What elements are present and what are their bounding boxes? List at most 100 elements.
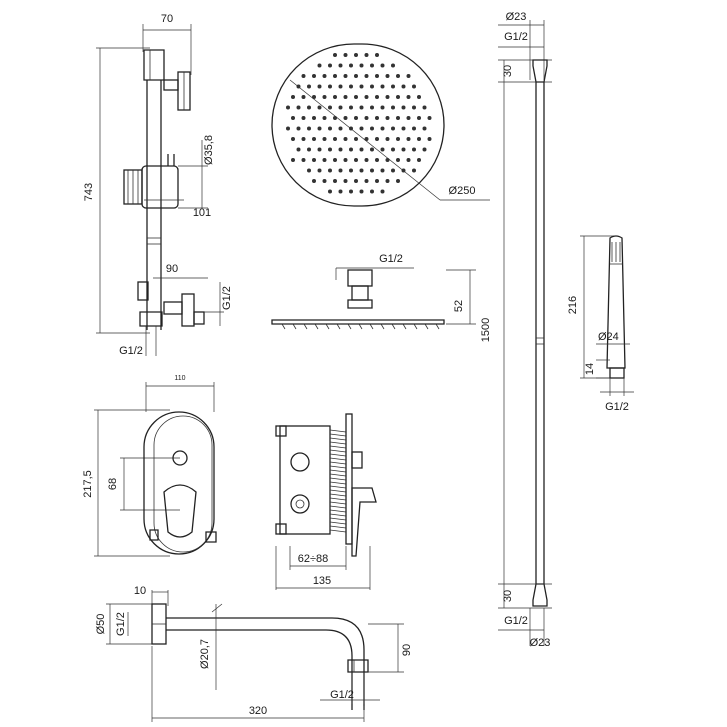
slide-rail: 70 743 Ø35,8 101 90: [83, 13, 233, 357]
shower-head-side: G1/2 52: [271, 253, 476, 330]
nozzle-dot: [349, 147, 353, 152]
plate-screw: [149, 529, 159, 541]
arm-tube-upper: [166, 617, 365, 710]
nozzle-dot: [307, 84, 311, 89]
lower-bracket-plate: [181, 293, 195, 327]
nozzle-tooth: [314, 323, 319, 330]
nozzle-tooth: [424, 323, 429, 330]
box-lever: [351, 487, 377, 557]
nozzle-dot: [412, 168, 416, 173]
nozzle-dot: [380, 63, 385, 68]
nozzle-dot: [370, 105, 374, 110]
nozzle-dot: [301, 158, 306, 162]
nozzle-dot: [396, 137, 400, 141]
outlet-thread: [193, 311, 205, 325]
holder-body: [141, 165, 179, 209]
nozzle-dot: [385, 74, 390, 78]
thread-line: [329, 445, 347, 449]
nozzle-dot: [338, 189, 343, 194]
thread-line: [329, 461, 347, 465]
nozzle-dot: [370, 63, 374, 68]
nozzle-dot: [338, 63, 343, 68]
dim-outlet-thread-side: G1/2: [221, 286, 233, 310]
nozzle-dot: [349, 189, 353, 194]
nozzle-dot: [401, 126, 406, 131]
head-connector: [347, 269, 373, 287]
nozzle-dot: [343, 74, 348, 78]
nozzle-dot: [364, 74, 369, 78]
nozzle-dot: [375, 158, 379, 162]
nozzle-dot: [307, 126, 311, 131]
nozzle-dot: [396, 179, 400, 183]
nozzle-dot: [317, 105, 322, 110]
nozzle-dot: [370, 126, 374, 131]
thread-line: [329, 477, 347, 481]
nozzle-dot: [396, 74, 400, 78]
nozzle-dot: [391, 147, 395, 152]
nozzle-dot: [343, 179, 348, 183]
thread-line: [329, 525, 347, 529]
nozzle-dot: [359, 105, 364, 110]
nozzle-dot: [312, 158, 316, 162]
nozzle-dot: [364, 53, 369, 57]
nozzle-dot: [312, 137, 316, 141]
head-outline: [271, 43, 445, 207]
thread-line: [329, 473, 347, 477]
nozzle-dot: [401, 147, 406, 152]
nozzle-dot: [333, 95, 337, 99]
dim-hand-length: 216: [567, 296, 579, 314]
dim-plate-width: 110: [174, 375, 185, 382]
nozzle-dot: [406, 74, 411, 78]
dim-arm-tube-diameter: Ø20,7: [199, 639, 211, 669]
nozzle-dot: [333, 137, 337, 141]
nozzle-dot: [301, 74, 306, 78]
outlet-elbow: [139, 311, 163, 327]
nozzle-dot: [349, 105, 353, 110]
nozzle-dot: [359, 126, 364, 131]
nozzle-dot: [380, 189, 385, 194]
nozzle-dot: [359, 189, 364, 194]
dim-hose-length: 1500: [480, 318, 492, 342]
nozzle-tooth: [380, 323, 385, 330]
thread-line: [329, 497, 347, 501]
dim-outlet-offset: 90: [166, 263, 178, 275]
box-body: [279, 425, 331, 535]
nozzle-dot: [406, 116, 411, 120]
nozzle-dot: [317, 126, 322, 131]
nozzle-dot: [328, 189, 332, 194]
thread-line: [329, 441, 347, 445]
mixer-cover-plate: 110 217,5 68: [82, 375, 217, 557]
nozzle-dot: [412, 105, 416, 110]
nozzle-dot: [338, 126, 343, 131]
nozzle-tooth: [369, 323, 374, 330]
dim-hose-thread-top: G1/2: [504, 31, 528, 43]
nozzle-dot: [370, 84, 374, 89]
nozzle-dot: [328, 105, 332, 110]
nozzle-dot: [417, 116, 421, 120]
dim-hand-thread: G1/2: [605, 401, 629, 413]
dim-hand-neck: 14: [584, 363, 596, 375]
nozzle-dot: [396, 158, 400, 162]
nozzle-dot: [380, 105, 385, 110]
nozzle-dot: [291, 158, 295, 162]
nozzle-dot: [391, 63, 395, 68]
nozzle-dot: [312, 74, 316, 78]
thread-line: [329, 429, 347, 433]
lower-bracket: [163, 301, 183, 315]
nozzle-dot: [375, 53, 379, 57]
nozzle-dot: [343, 158, 348, 162]
dim-hose-end-bottom: 30: [502, 590, 514, 602]
dim-arm-thread-end: G1/2: [330, 689, 354, 701]
nozzle-dot: [333, 158, 337, 162]
hand-neck: [609, 367, 625, 379]
nozzle-dot: [322, 116, 327, 120]
dim-plate-height: 217,5: [82, 470, 94, 498]
nozzle-dot: [417, 158, 421, 162]
nozzle-dot: [296, 105, 301, 110]
nozzle-dot: [412, 84, 416, 89]
dim-arm-flange-diameter: Ø50: [95, 614, 107, 635]
nozzle-dot: [343, 116, 348, 120]
nozzle-dot: [391, 105, 395, 110]
nozzle-dot: [401, 84, 406, 89]
